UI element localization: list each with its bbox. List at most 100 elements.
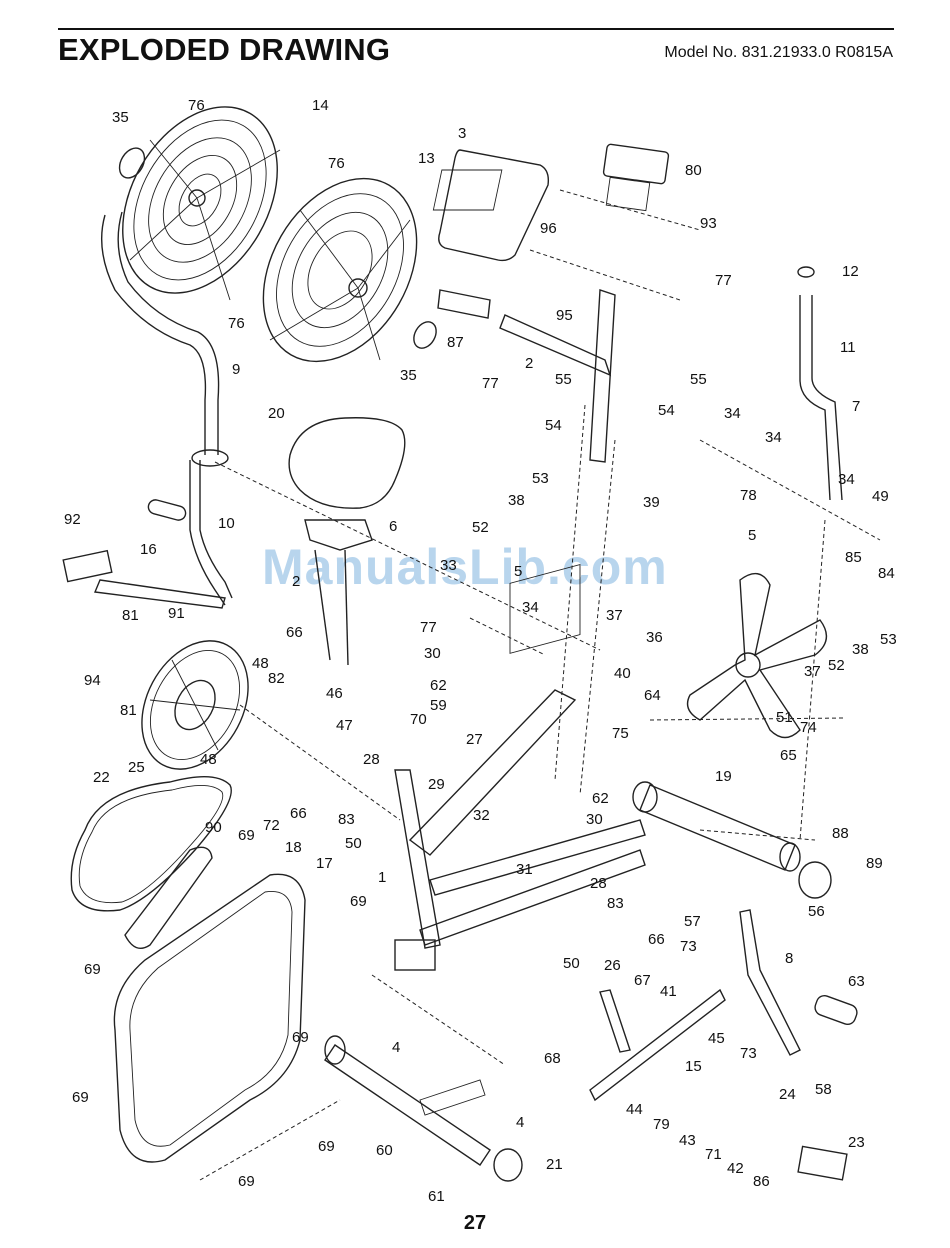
part-label: 95	[556, 307, 573, 324]
part-label: 2	[292, 573, 300, 590]
part-label: 84	[878, 565, 895, 582]
part-label: 48	[252, 655, 269, 672]
fan-hub-cover	[118, 147, 437, 349]
part-label: 38	[508, 492, 525, 509]
part-label: 37	[804, 663, 821, 680]
part-label: 69	[350, 893, 367, 910]
part-label: 69	[84, 961, 101, 978]
part-label: 8	[785, 950, 793, 967]
part-label: 77	[420, 619, 437, 636]
part-label: 24	[779, 1086, 796, 1103]
part-label: 44	[626, 1101, 643, 1118]
part-label: 30	[586, 811, 603, 828]
part-label: 69	[318, 1138, 335, 1155]
part-label: 4	[392, 1039, 400, 1056]
part-label: 65	[780, 747, 797, 764]
part-label: 31	[516, 861, 533, 878]
part-label: 5	[514, 563, 522, 580]
part-label: 13	[418, 150, 435, 167]
part-label: 63	[848, 973, 865, 990]
part-label: 57	[684, 913, 701, 930]
part-label: 73	[680, 938, 697, 955]
page-number: 27	[463, 1212, 487, 1234]
flywheel	[141, 640, 249, 770]
part-label: 28	[363, 751, 380, 768]
part-label: 82	[268, 670, 285, 687]
part-label: 62	[592, 790, 609, 807]
part-label: 76	[328, 155, 345, 172]
part-label: 51	[776, 709, 793, 726]
part-label: 66	[290, 805, 307, 822]
part-label: 47	[336, 717, 353, 734]
part-label: 55	[555, 371, 572, 388]
part-label: 55	[690, 371, 707, 388]
part-label: 91	[168, 605, 185, 622]
part-label: 69	[72, 1089, 89, 1106]
part-label: 83	[607, 895, 624, 912]
part-label: 83	[338, 811, 355, 828]
main-frame	[394, 564, 646, 971]
part-label: 50	[345, 835, 362, 852]
part-label: 66	[286, 624, 303, 641]
part-label: 67	[634, 972, 651, 989]
fan-guard-rear	[262, 177, 418, 363]
part-label: 28	[590, 875, 607, 892]
part-label: 45	[708, 1030, 725, 1047]
part-label: 36	[646, 629, 663, 646]
part-label: 52	[828, 657, 845, 674]
part-label: 7	[852, 398, 860, 415]
part-label: 90	[205, 819, 222, 836]
part-label: 29	[428, 776, 445, 793]
part-label: 41	[660, 983, 677, 1000]
part-label: 85	[845, 549, 862, 566]
part-label: 76	[188, 97, 205, 114]
part-label: 25	[128, 759, 145, 776]
part-label: 5	[748, 527, 756, 544]
part-label: 89	[866, 855, 883, 872]
part-label: 26	[604, 957, 621, 974]
part-label: 10	[218, 515, 235, 532]
part-label: 74	[800, 719, 817, 736]
part-label: 2	[525, 355, 533, 372]
assembly-guides	[199, 189, 881, 1181]
part-label: 61	[428, 1188, 445, 1205]
part-label: 75	[612, 725, 629, 742]
fan-blade	[686, 572, 828, 739]
part-label: 40	[614, 665, 631, 682]
part-label: 94	[84, 672, 101, 689]
part-label: 53	[880, 631, 897, 648]
part-label: 14	[312, 97, 329, 114]
part-label: 62	[430, 677, 447, 694]
part-label: 9	[232, 361, 240, 378]
handlebar	[100, 211, 229, 467]
seat	[288, 417, 406, 666]
part-label: 38	[852, 641, 869, 658]
part-label: 56	[808, 903, 825, 920]
part-label: 69	[238, 827, 255, 844]
part-label: 1	[378, 869, 386, 886]
part-label: 11	[840, 339, 856, 356]
part-label: 46	[326, 685, 343, 702]
part-label: 59	[430, 697, 447, 714]
part-label: 42	[727, 1160, 744, 1177]
part-labels: 76 14 35 76 13 76 3 80 93 96 77 12 95 87…	[64, 97, 897, 1205]
part-label: 71	[705, 1146, 722, 1163]
page-title: EXPLODED DRAWING	[58, 32, 391, 67]
part-label: 18	[285, 839, 302, 856]
console	[432, 143, 670, 262]
part-label: 81	[120, 702, 137, 719]
part-label: 87	[447, 334, 464, 351]
part-label: 12	[842, 263, 859, 280]
part-label: 17	[316, 855, 333, 872]
part-label: 80	[685, 162, 702, 179]
part-label: 73	[740, 1045, 757, 1062]
part-label: 16	[140, 541, 157, 558]
part-label: 22	[93, 769, 110, 786]
drive-belt	[70, 775, 232, 912]
part-label: 76	[228, 315, 245, 332]
part-label: 69	[292, 1029, 309, 1046]
part-label: 35	[400, 367, 417, 384]
part-label: 72	[263, 817, 280, 834]
part-label: 64	[644, 687, 661, 704]
part-label: 96	[540, 220, 557, 237]
